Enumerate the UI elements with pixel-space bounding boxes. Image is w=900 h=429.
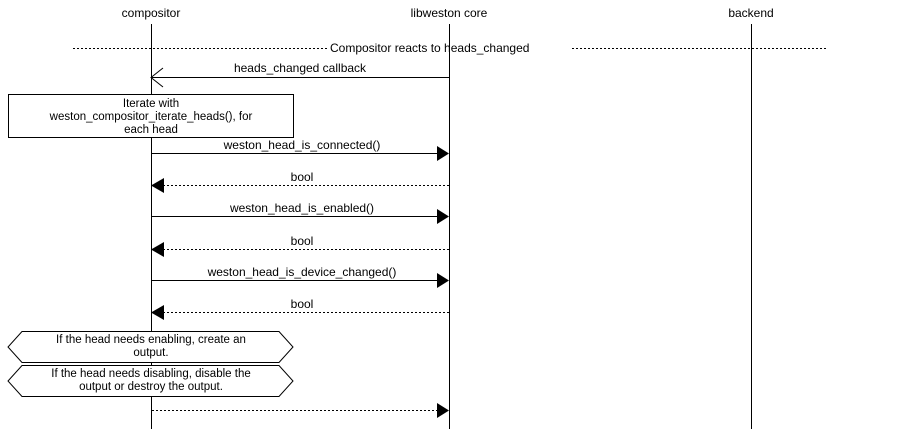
note-line-condition-enable-output-1: output. (133, 347, 168, 359)
message-weston-head-is-device-changed: weston_head_is_device_changed() (152, 265, 449, 288)
arrowhead-filled-left-bool-device-changed-return (151, 305, 164, 320)
message-label-heads-changed-callback: heads_changed callback (234, 61, 367, 75)
note-condition-disable-output: If the head needs disabling, disable the… (7, 365, 294, 397)
note-line-condition-disable-output-1: output or destroy the output. (79, 381, 223, 393)
arrowhead-open-left-heads-changed-callback (150, 67, 164, 88)
lifeline-label-backend: backend (728, 6, 773, 20)
lifeline-label-libweston-core: libweston core (411, 6, 488, 20)
note-line-condition-disable-output-0: If the head needs disabling, disable the (51, 368, 250, 380)
message-bool-connected-return: bool (151, 170, 449, 193)
message-label-weston-head-is-connected: weston_head_is_connected() (223, 138, 381, 152)
note-line-iterate-heads-2: each head (124, 124, 178, 136)
divider-label: Compositor reacts to heads_changed (330, 41, 529, 55)
note-line-condition-enable-output-0: If the head needs enabling, create an (56, 334, 246, 346)
message-label-weston-head-is-device-changed: weston_head_is_device_changed() (207, 265, 397, 279)
note-condition-enable-output: If the head needs enabling, create an ou… (7, 331, 294, 363)
message-label-bool-device-changed-return: bool (291, 297, 314, 311)
lifeline-label-compositor: compositor (122, 6, 181, 20)
message-bool-device-changed-return: bool (151, 297, 449, 320)
note-hex-condition-enable-output (7, 331, 294, 363)
lifeline-headers: compositor libweston core backend (122, 6, 774, 20)
message-label-weston-head-is-enabled: weston_head_is_enabled() (229, 201, 374, 215)
note-line-iterate-heads-0: Iterate with (123, 98, 179, 110)
message-label-bool-enabled-return: bool (291, 234, 314, 248)
note-line-iterate-heads-1: weston_compositor_iterate_heads(), for (49, 111, 253, 123)
message-bool-enabled-return: bool (151, 234, 449, 257)
note-iterate-heads: Iterate with weston_compositor_iterate_h… (8, 94, 294, 138)
note-hex-condition-disable-output (7, 365, 294, 397)
message-weston-head-is-connected: weston_head_is_connected() (152, 138, 449, 161)
arrowhead-filled-right-final-return (437, 403, 449, 418)
arrowhead-filled-right-weston-head-is-device-changed (437, 273, 449, 288)
message-final-return (152, 403, 449, 418)
arrowhead-filled-right-weston-head-is-connected (437, 146, 449, 161)
message-heads-changed-callback: heads_changed callback (150, 61, 449, 88)
message-label-bool-connected-return: bool (291, 170, 314, 184)
arrowhead-filled-right-weston-head-is-enabled (437, 209, 449, 224)
arrowhead-filled-left-bool-connected-return (151, 178, 164, 193)
note-box-iterate-heads (8, 94, 294, 138)
divider-compositor-reacts: Compositor reacts to heads_changed (73, 41, 827, 55)
arrowhead-filled-left-bool-enabled-return (151, 242, 164, 257)
message-weston-head-is-enabled: weston_head_is_enabled() (152, 201, 449, 224)
